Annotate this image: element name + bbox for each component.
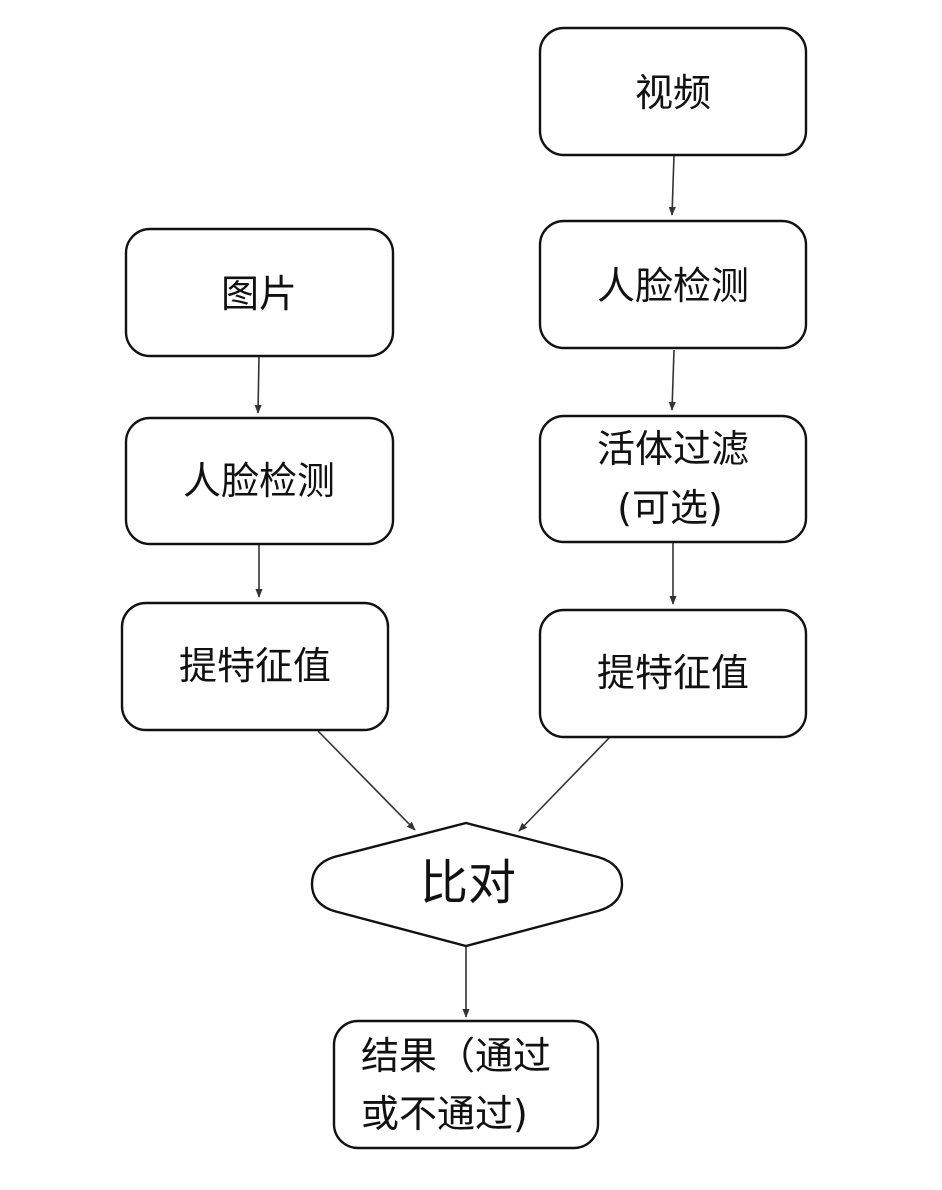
node-result: 结果（通过 或不通过)	[332, 1019, 600, 1150]
node-result-label-line1: 结果（通过	[361, 1034, 551, 1078]
node-left-extract-label: 提特征值	[179, 644, 331, 688]
node-video: 视频	[538, 26, 808, 157]
edge-video-to-face-detect	[668, 154, 676, 216]
edge-image-to-left-face-detect	[254, 355, 262, 414]
node-right-face-detect: 人脸检测	[538, 219, 808, 350]
edge-right-face-detect-to-liveness	[668, 349, 676, 411]
edges	[254, 154, 677, 1018]
node-result-label-line2: 或不通过)	[361, 1092, 528, 1136]
edge-right-extract-to-compare	[518, 736, 611, 832]
node-right-extract-label: 提特征值	[597, 651, 749, 695]
node-left-face-detect: 人脸检测	[124, 416, 395, 546]
node-image: 图片	[124, 227, 395, 358]
node-liveness-label-line2: (可选)	[617, 486, 723, 530]
node-compare-label: 比对	[420, 855, 516, 911]
edge-left-extract-to-compare	[317, 730, 416, 831]
node-image-label: 图片	[221, 272, 297, 316]
node-compare: 比对	[310, 821, 624, 948]
node-right-extract: 提特征值	[538, 608, 808, 739]
node-right-face-detect-label: 人脸检测	[597, 264, 749, 308]
node-liveness: 活体过滤 (可选)	[538, 414, 808, 544]
node-left-extract: 提特征值	[120, 601, 390, 732]
node-video-label: 视频	[635, 71, 711, 115]
node-liveness-label-line1: 活体过滤	[597, 427, 749, 471]
node-left-face-detect-label: 人脸检测	[183, 459, 335, 503]
